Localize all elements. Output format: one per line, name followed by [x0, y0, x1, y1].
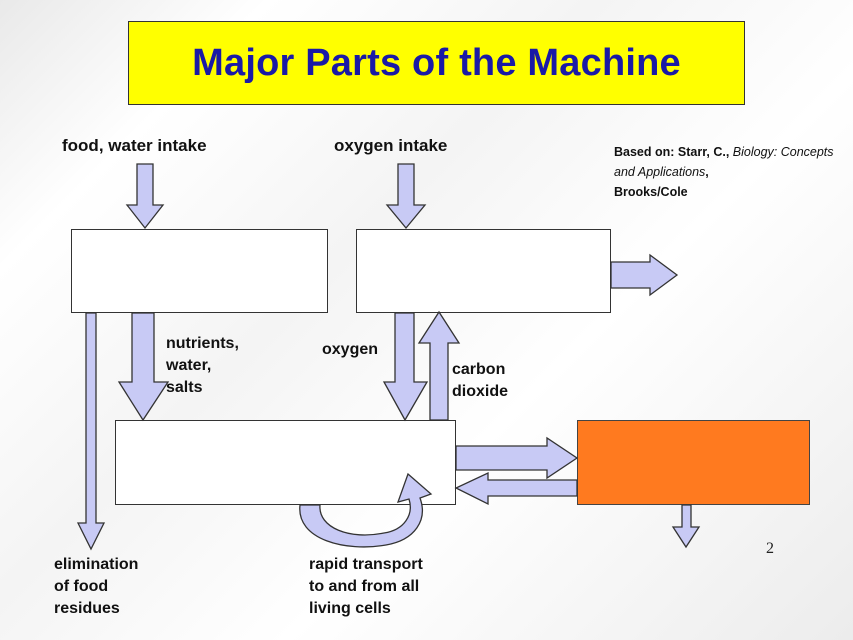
nutrients-label: nutrients, water, salts — [166, 333, 239, 399]
oxygen-intake-arrow — [385, 163, 427, 230]
carbon-dioxide-line: dioxide — [452, 383, 509, 400]
credit-book-title: Biology: Concepts and Applications — [614, 145, 834, 179]
rapid-transport-line: to and from all — [309, 578, 420, 595]
food-intake-arrow — [125, 163, 165, 230]
credit-prefix: Based on: Starr, C., — [614, 145, 733, 159]
rapid-transport-label: rapid transport to and from all living c… — [309, 554, 423, 620]
credit-publisher: Brooks/Cole — [614, 185, 688, 199]
nutrients-line: water, — [166, 357, 212, 374]
exhale-arrow — [610, 253, 679, 297]
elimination-line: of food — [54, 578, 109, 595]
from-urinary-arrow — [454, 471, 578, 506]
elimination-line: residues — [54, 600, 120, 617]
food-water-intake-label: food, water intake — [62, 136, 207, 155]
credit-comma: , — [705, 165, 709, 179]
nutrients-arrow — [117, 312, 170, 422]
nutrients-line: salts — [166, 379, 203, 396]
title-banner: Major Parts of the Machine — [128, 21, 745, 105]
rapid-transport-line: rapid transport — [309, 556, 423, 573]
elimination-line: elimination — [54, 556, 139, 573]
digestive-system-box — [71, 229, 328, 313]
oxygen-label: oxygen — [322, 341, 379, 358]
elimination-arrow — [76, 312, 106, 551]
oxygen-arrow — [382, 312, 429, 422]
excretion-arrow — [671, 504, 701, 549]
nutrients-line: nutrients, — [166, 335, 239, 352]
rapid-transport-arrow — [299, 472, 433, 548]
rapid-transport-line: living cells — [309, 600, 391, 617]
source-credit: Based on: Starr, C., Biology: Concepts a… — [614, 142, 850, 202]
elimination-label: elimination of food residues — [54, 554, 138, 620]
carbon-dioxide-line: carbon — [452, 361, 506, 378]
slide-title: Major Parts of the Machine — [192, 41, 681, 84]
carbon-dioxide-label: carbon dioxide — [452, 359, 508, 403]
oxygen-intake-label: oxygen intake — [334, 136, 448, 155]
to-urinary-arrow — [455, 436, 579, 480]
circulatory-system-box — [115, 420, 456, 505]
carbon-dioxide-arrow — [417, 310, 461, 421]
respiratory-system-box — [356, 229, 611, 313]
urinary-system-box — [577, 420, 810, 505]
page-number: 2 — [766, 540, 774, 557]
